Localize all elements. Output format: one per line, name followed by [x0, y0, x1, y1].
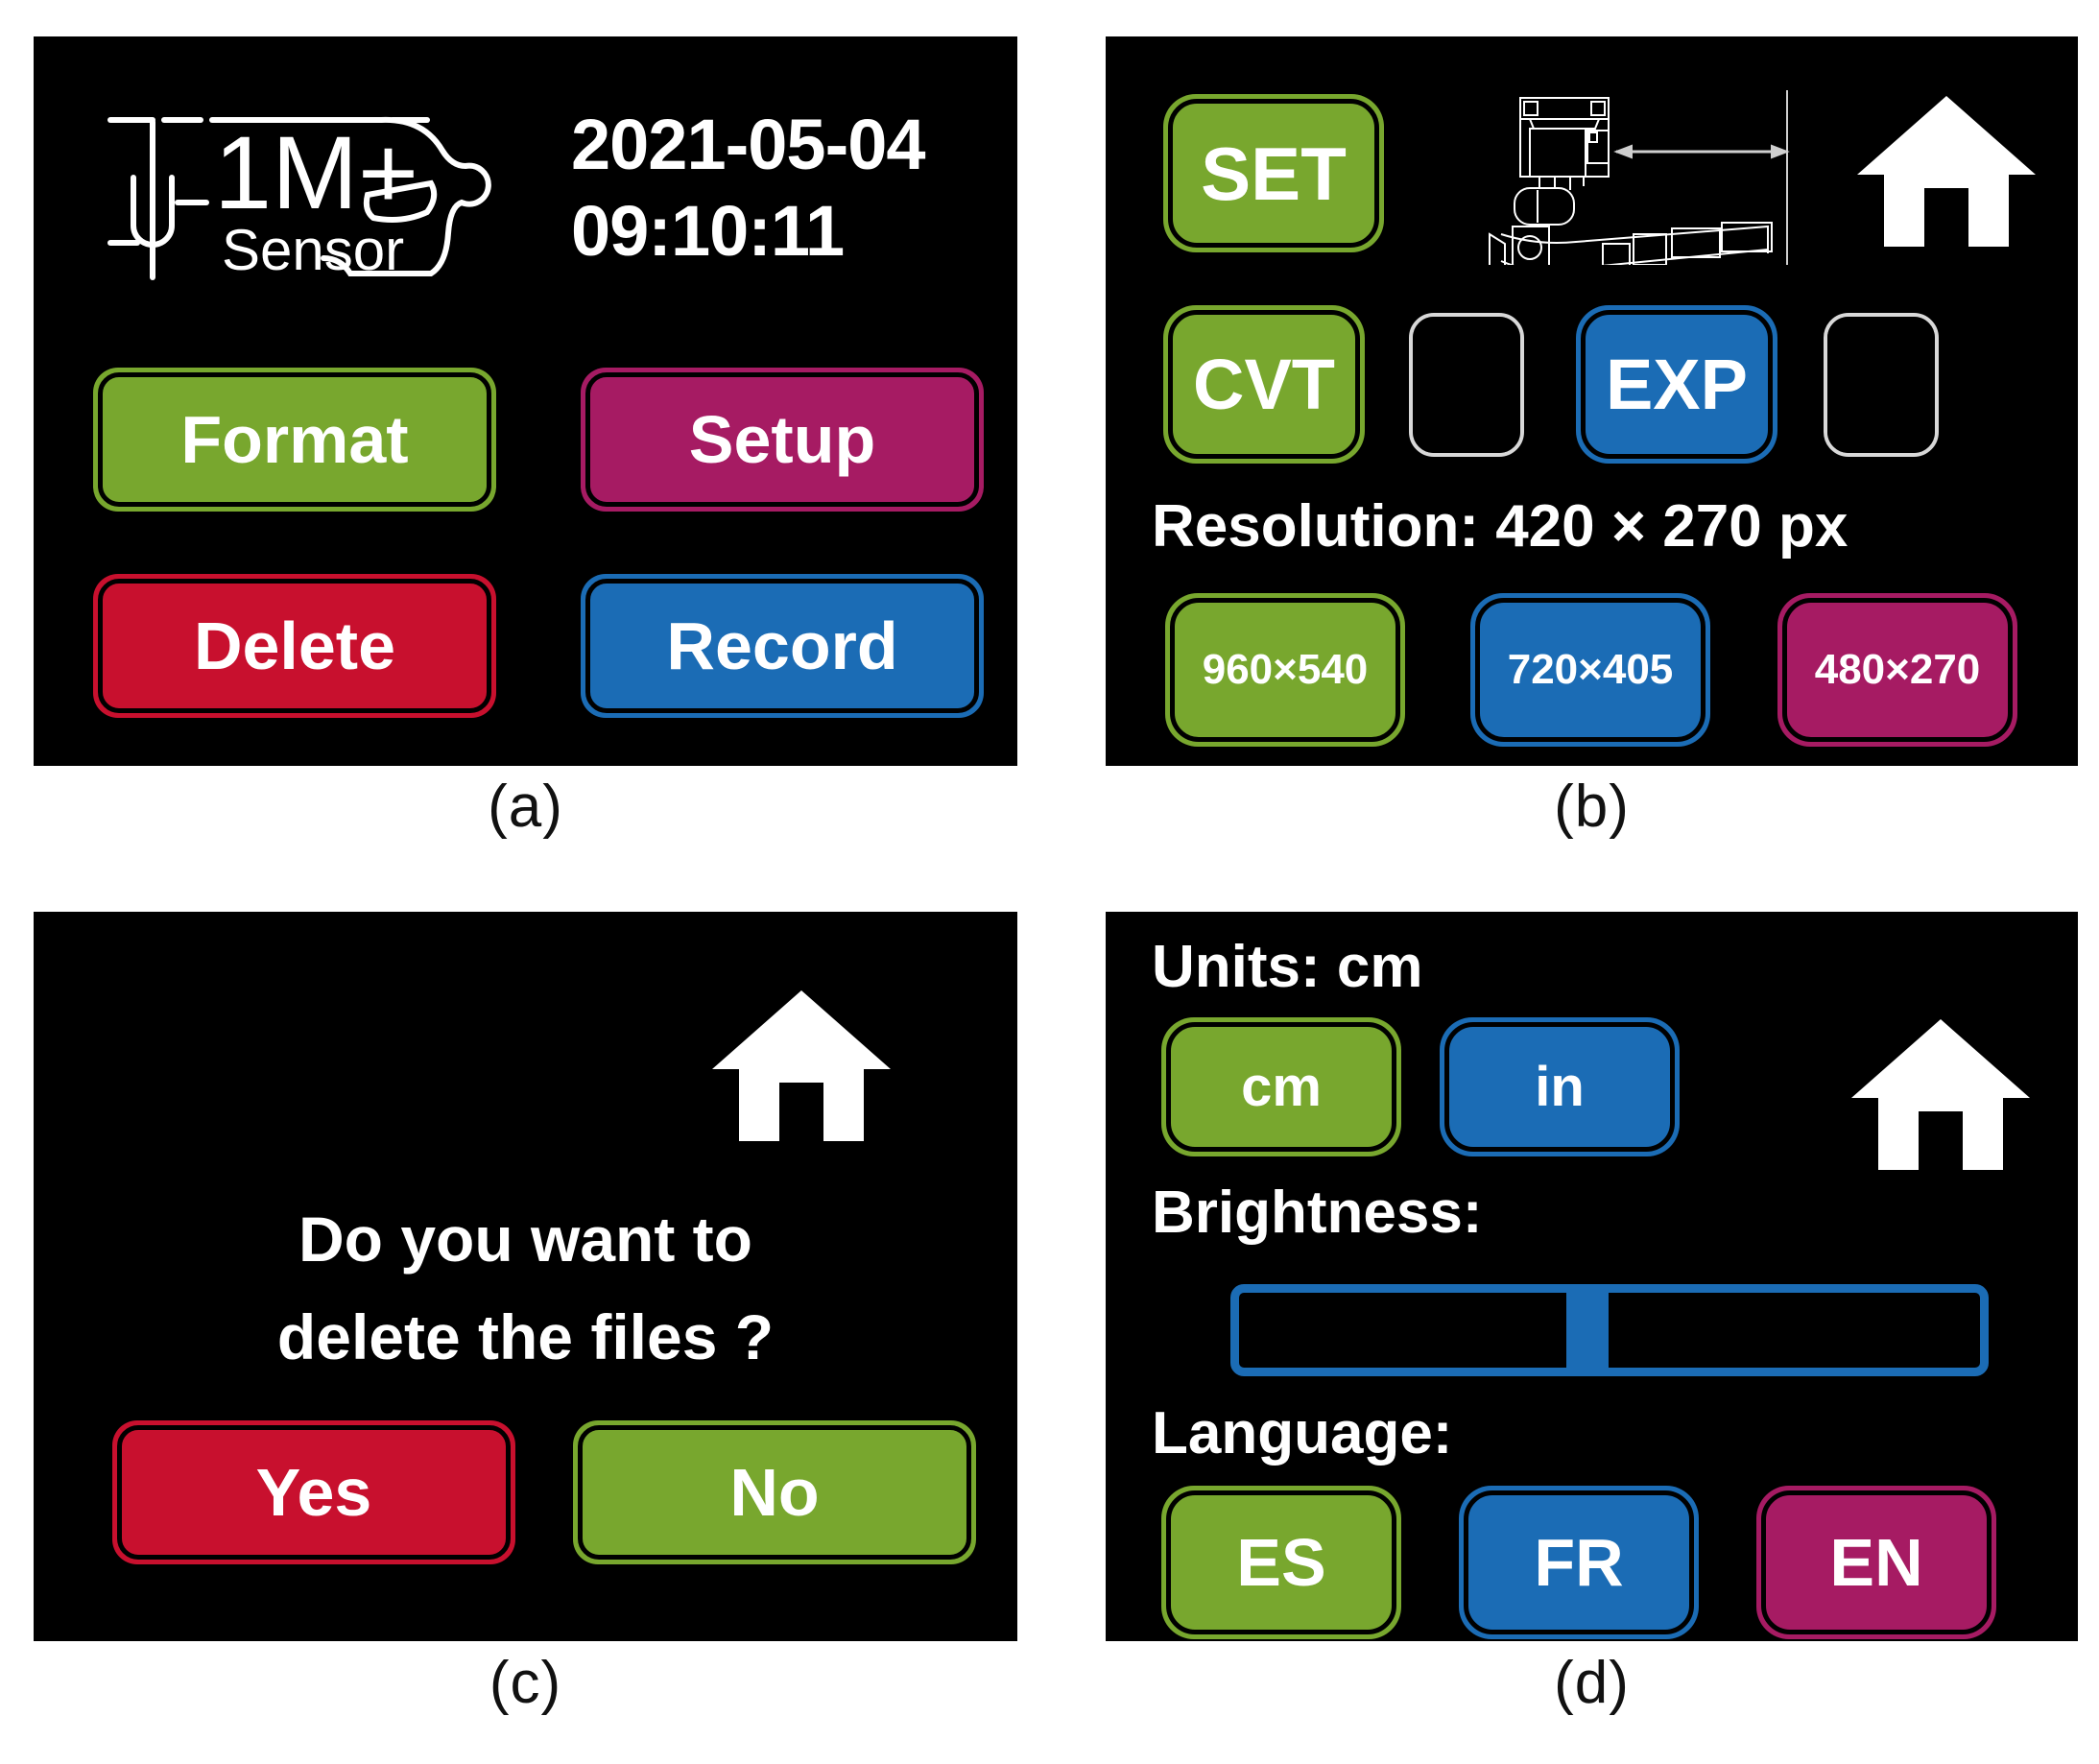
no-button-label: No [578, 1425, 971, 1560]
unit-option-cm[interactable]: cm [1161, 1017, 1401, 1156]
language-option-fr-label: FR [1464, 1490, 1694, 1634]
resolution-option-480x270[interactable]: 480×270 [1777, 593, 2017, 747]
cvt-empty-slot[interactable] [1409, 313, 1524, 457]
record-button-label: Record [585, 579, 979, 713]
exp-empty-slot-label [1827, 317, 1935, 453]
yes-button[interactable]: Yes [112, 1420, 515, 1564]
logo-title: 1M+ [214, 114, 418, 230]
panel-c-delete-confirm-screen: Do you want to delete the files ? Yes No [34, 912, 1017, 1641]
language-option-en-label: EN [1761, 1490, 1992, 1634]
set-button[interactable]: SET [1163, 94, 1384, 252]
unit-option-cm-label: cm [1166, 1022, 1396, 1152]
format-button-label: Format [98, 372, 491, 507]
time-text: 09:10:11 [571, 191, 845, 272]
cvt-button[interactable]: CVT [1163, 305, 1365, 464]
language-option-es-label: ES [1166, 1490, 1396, 1634]
resolution-option-480x270-label: 480×270 [1782, 598, 2013, 742]
caption-a: (a) [488, 774, 563, 840]
caption-d: (d) [1554, 1650, 1630, 1716]
units-label: Units: cm [1152, 934, 1423, 1000]
home-icon[interactable] [710, 987, 893, 1145]
delete-button-label: Delete [98, 579, 491, 713]
brightness-label: Brightness: [1152, 1180, 1483, 1246]
confirm-message-line1: Do you want to [298, 1204, 752, 1275]
logo-subtitle: Sensor [222, 218, 404, 281]
date-text: 2021-05-04 [571, 105, 926, 184]
date-time-display: 2021-05-04 09:10:11 [571, 102, 993, 275]
caption-c: (c) [489, 1650, 562, 1716]
panel-b-setup-screen: SET [1106, 36, 2078, 766]
delete-button[interactable]: Delete [93, 574, 496, 718]
cvt-empty-slot-label [1413, 317, 1520, 453]
setup-button[interactable]: Setup [581, 368, 984, 512]
resolution-option-960x540-label: 960×540 [1170, 598, 1400, 742]
no-button[interactable]: No [573, 1420, 976, 1564]
setup-button-label: Setup [585, 372, 979, 507]
brightness-slider-thumb[interactable] [1565, 1284, 1609, 1376]
language-label: Language: [1152, 1400, 1453, 1466]
home-icon[interactable] [1855, 92, 2038, 250]
resolution-option-960x540[interactable]: 960×540 [1165, 593, 1405, 747]
yes-button-label: Yes [117, 1425, 511, 1560]
brightness-slider[interactable] [1230, 1284, 1989, 1376]
format-button[interactable]: Format [93, 368, 496, 512]
language-option-en[interactable]: EN [1756, 1486, 1996, 1639]
exp-empty-slot[interactable] [1824, 313, 1939, 457]
confirm-message-line2: delete the files ? [276, 1301, 775, 1373]
robot-arm-sensor-drawing-icon [1480, 73, 1912, 265]
product-logo: 1M+ Sensor [93, 89, 496, 281]
exp-button[interactable]: EXP [1576, 305, 1777, 464]
unit-option-in-label: in [1444, 1022, 1675, 1152]
language-option-es[interactable]: ES [1161, 1486, 1401, 1639]
cvt-button-label: CVT [1168, 310, 1360, 459]
record-button[interactable]: Record [581, 574, 984, 718]
resolution-option-720x405[interactable]: 720×405 [1470, 593, 1710, 747]
resolution-label: Resolution: 420 × 270 px [1152, 493, 1849, 560]
caption-b: (b) [1554, 774, 1630, 840]
exp-button-label: EXP [1581, 310, 1773, 459]
confirm-message: Do you want to delete the files ? [34, 1190, 1017, 1387]
panel-d-settings-screen: Units: cm cm in Brightness: Language: ES… [1106, 912, 2078, 1641]
panel-a-home-screen: 1M+ Sensor 2021-05-04 09:10:11 Format Se… [34, 36, 1017, 766]
home-icon[interactable] [1849, 1015, 2032, 1174]
resolution-option-720x405-label: 720×405 [1475, 598, 1705, 742]
unit-option-in[interactable]: in [1440, 1017, 1680, 1156]
language-option-fr[interactable]: FR [1459, 1486, 1699, 1639]
set-button-label: SET [1168, 99, 1379, 248]
